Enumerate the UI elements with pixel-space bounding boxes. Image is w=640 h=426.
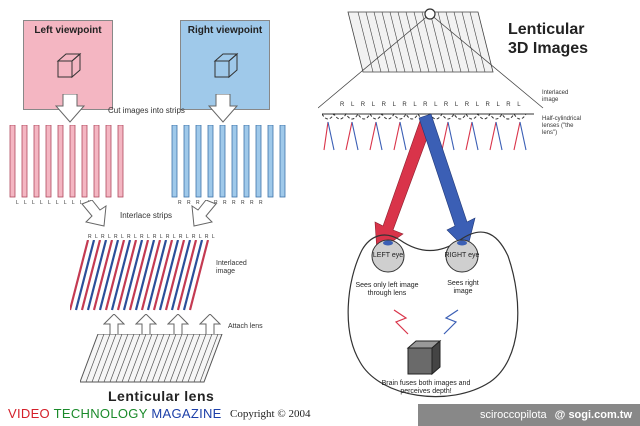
down-arrow-icon xyxy=(208,94,238,123)
left-strip-letters: L L L L L L L L L L xyxy=(16,200,93,206)
down-arrow-icon xyxy=(191,200,217,227)
lenticular-3d-title: Lenticular 3D Images xyxy=(508,20,588,58)
brand-word-technology: TECHNOLOGY xyxy=(53,406,148,421)
interlaced-image-label: Interlaced image xyxy=(216,260,247,275)
right-viewpoint-label: Right viewpoint xyxy=(187,25,263,36)
right-eye-icon xyxy=(445,239,479,273)
left-eye-icon xyxy=(371,239,405,273)
lenses-label: Half-cylindrical lenses ("the lens") xyxy=(542,116,582,136)
watermark-site: @ sogi.com.tw xyxy=(554,409,632,421)
brain-cube-icon xyxy=(406,339,442,376)
right-strip-letters: R R R R R R R R R R xyxy=(178,200,265,206)
brand-word-video: VIDEO xyxy=(8,406,50,421)
right-eye-label: RIGHT eye xyxy=(444,252,480,259)
interlace-strips-label: Interlace strips xyxy=(120,211,173,220)
brand-word-magazine: MAGAZINE xyxy=(151,406,222,421)
attach-lens-label: Attach lens xyxy=(228,323,263,330)
copyright-text: Copyright © 2004 xyxy=(230,408,311,420)
head-outline xyxy=(347,231,519,398)
left-eye-label: LEFT eye xyxy=(372,252,404,259)
brain-caption: Brain fuses both images and perceives de… xyxy=(381,380,471,395)
rl-letters: R L R L R L R L R L R L R L R L R L xyxy=(340,102,524,108)
left-viewpoint-label: Left viewpoint xyxy=(34,25,102,36)
cube-icon xyxy=(56,52,82,79)
left-strips xyxy=(9,125,124,198)
lens-sheet xyxy=(80,334,223,383)
right-eye-caption: Sees right image xyxy=(447,280,479,295)
left-eye-caption: Sees only left image through lens xyxy=(355,282,419,297)
watermark-bar: sciroccopilota @ sogi.com.tw xyxy=(418,404,640,426)
cut-strips-label: Cut images into strips xyxy=(108,106,185,115)
watermark-user: sciroccopilota xyxy=(480,409,547,421)
viewing-cone xyxy=(318,8,544,109)
right-viewpoint-box: Right viewpoint xyxy=(180,20,270,110)
lightning-icon xyxy=(443,309,459,335)
down-arrow-icon xyxy=(81,200,107,227)
down-arrow-icon xyxy=(55,94,85,123)
cube-icon xyxy=(213,52,239,79)
interlaced-image-label: Interlaced image xyxy=(542,90,569,103)
lenticular-lens-title: Lenticular lens xyxy=(108,388,215,404)
brand-logo: VIDEO TECHNOLOGY MAGAZINE xyxy=(8,406,222,421)
title-line-1: Lenticular xyxy=(508,21,585,38)
interlaced-letters: R L R L R L R L R L R L R L R L R L R L xyxy=(88,234,216,240)
interlaced-image xyxy=(70,240,210,311)
right-strips xyxy=(171,125,286,198)
title-line-2: 3D Images xyxy=(508,40,589,57)
lightning-icon xyxy=(393,309,409,335)
